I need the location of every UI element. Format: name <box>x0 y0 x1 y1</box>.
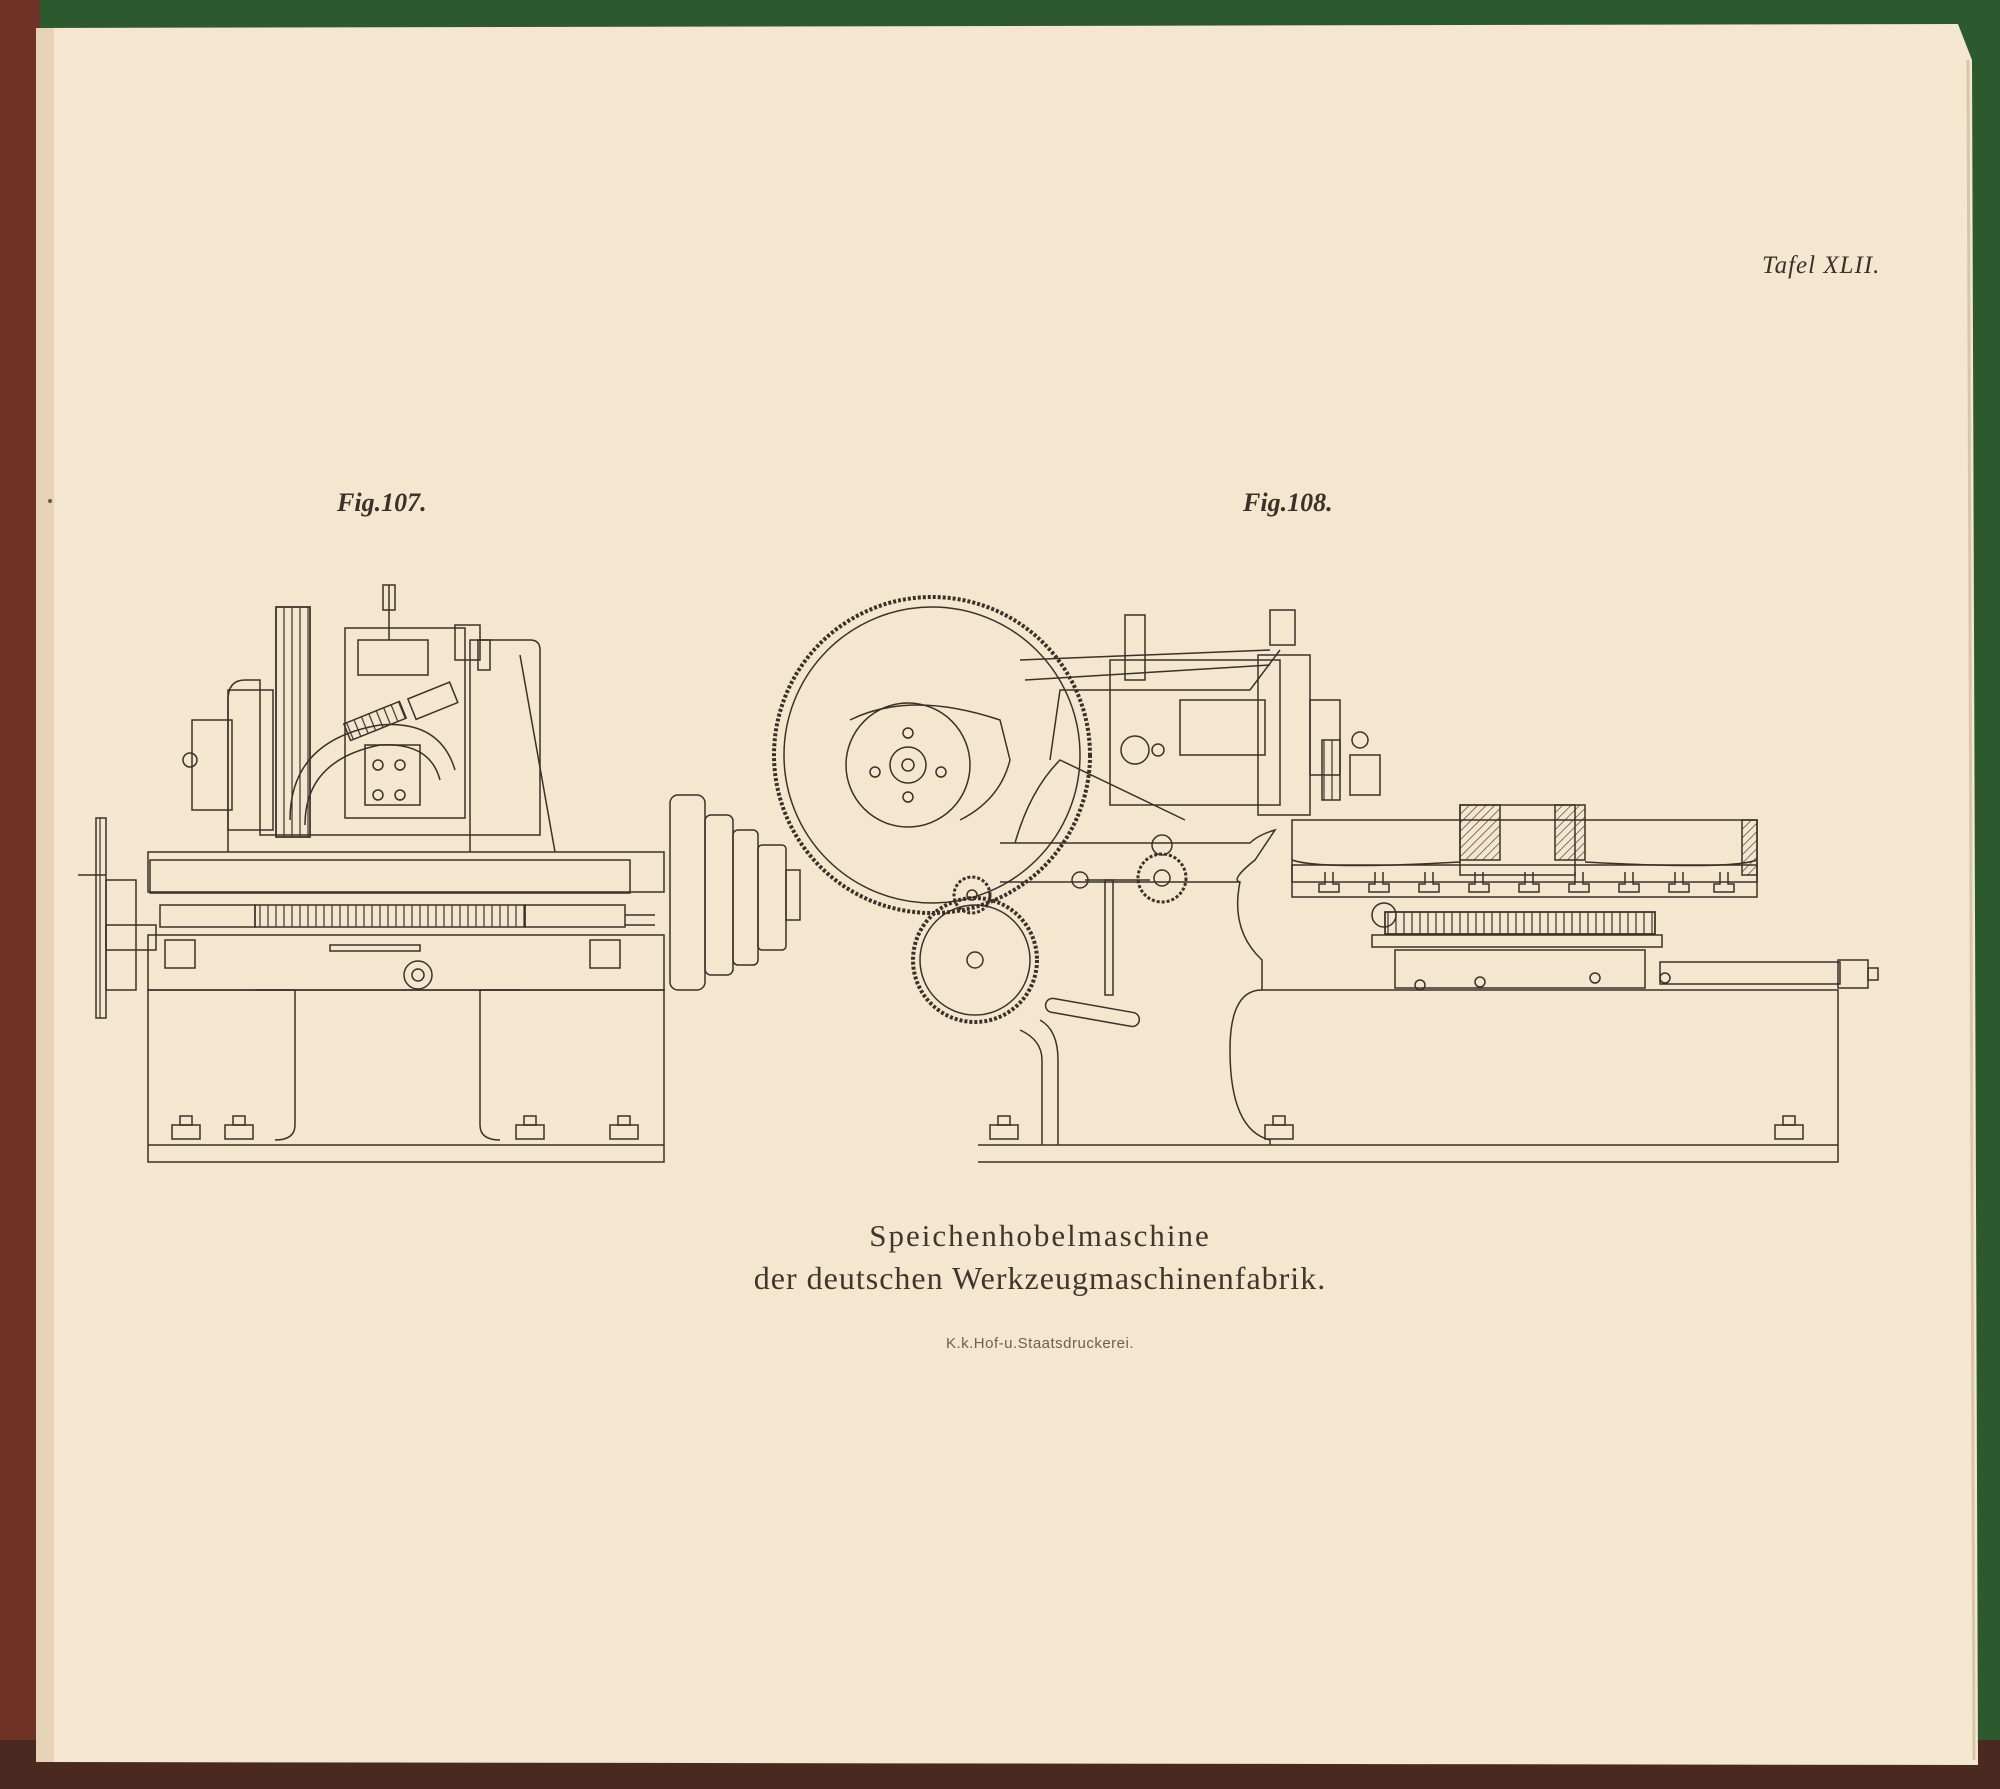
cover-edge <box>0 0 40 1789</box>
figure-107-label: Fig.107. <box>337 488 427 517</box>
figure-108-drawing <box>772 595 1879 1163</box>
figure-108-label: Fig.108. <box>1243 488 1333 517</box>
printer-credit: K.k.Hof-u.Staatsdruckerei. <box>945 1335 1135 1352</box>
caption-subtitle: der deutschen Werkzeugmaschinenfabrik. <box>753 1260 1327 1296</box>
page-gutter <box>36 28 54 1762</box>
figure-107-drawing <box>78 584 801 1163</box>
plate-number: Tafel XLII. <box>1762 252 1881 279</box>
caption-title: Speichenhobelmaschine <box>869 1218 1211 1253</box>
